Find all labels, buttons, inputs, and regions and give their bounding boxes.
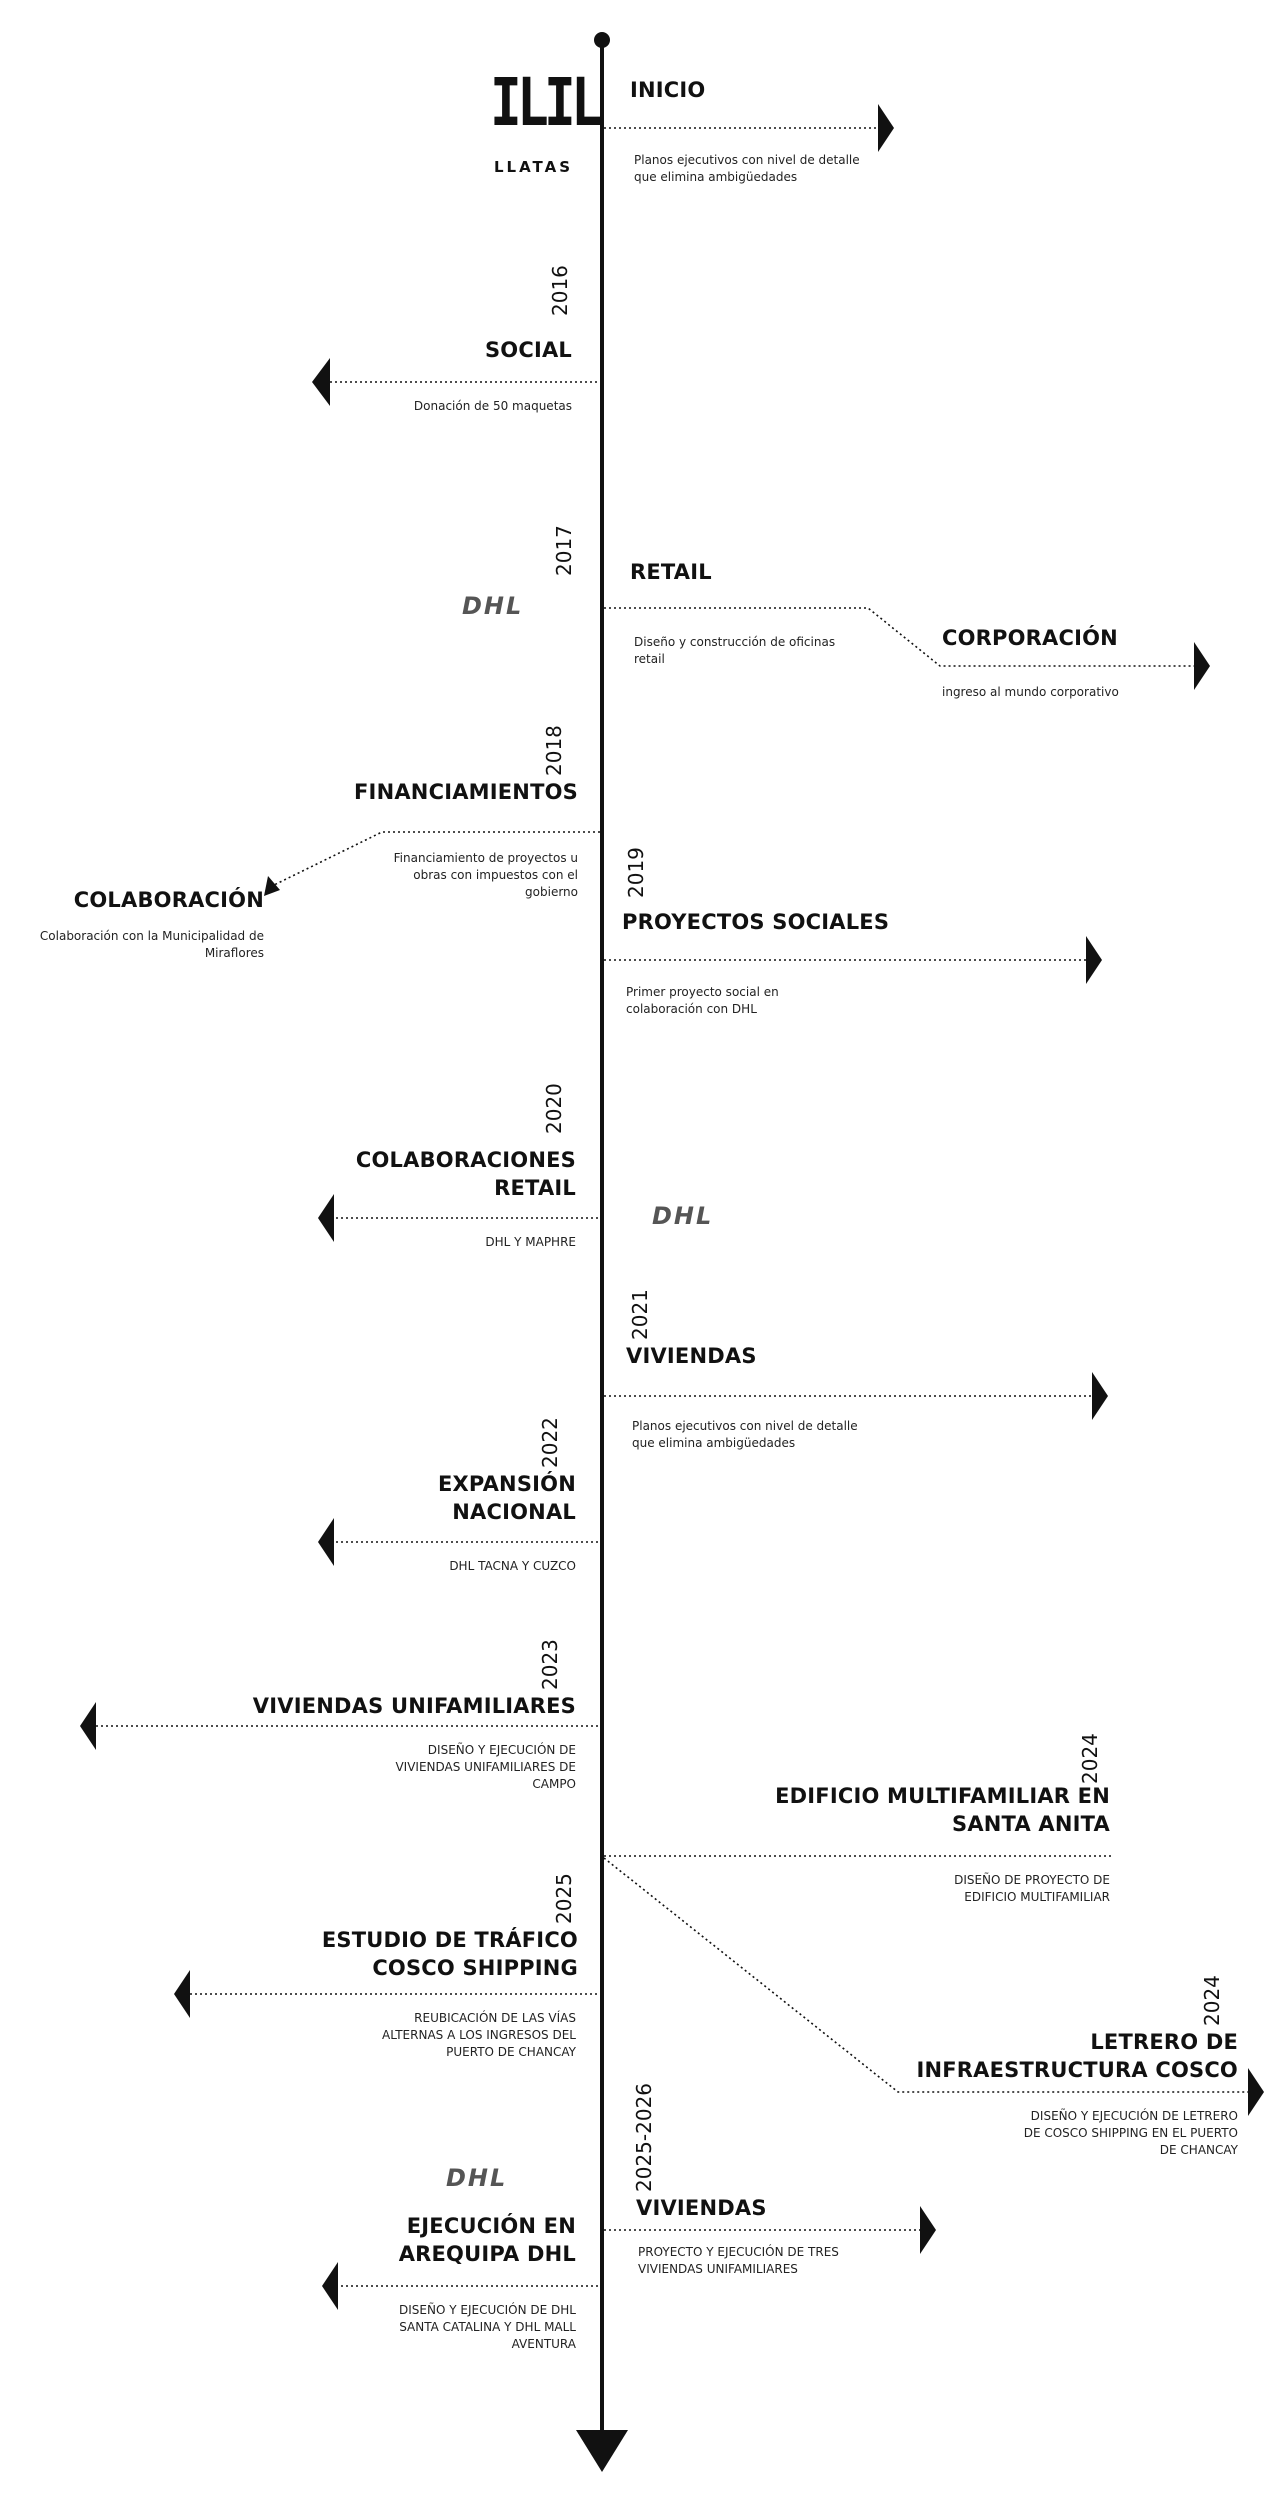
event-year-colaboraciones-retail: 2020 [542, 1083, 566, 1134]
event-title-colaboraciones-retail: COLABORACIONES RETAIL [355, 1148, 576, 1200]
event-title-cosco-trafico: ESTUDIO DE TRÁFICO COSCO SHIPPING [321, 1928, 578, 1980]
connector-retail [604, 607, 1194, 667]
event-title-retail: RETAIL [630, 560, 712, 584]
event-desc-unifamiliares: DISEÑO Y EJECUCIÓN DE VIVIENDAS UNIFAMIL… [395, 1743, 576, 1791]
event-desc-corporacion: ingreso al mundo corporativo [942, 685, 1119, 699]
arrow-inicio [878, 104, 894, 152]
event-title-expansion: EXPANSIÓN NACIONAL [438, 1472, 576, 1524]
event-year-social: 2016 [548, 265, 572, 316]
event-desc-colaboraciones-retail: DHL Y MAPHRE [485, 1235, 576, 1249]
event-desc-financiamientos: Financiamiento de proyectos u obras con … [393, 851, 578, 899]
arrow-social [312, 358, 330, 406]
dhl-logo-retail: DHL [462, 592, 524, 620]
event-title-social: SOCIAL [484, 338, 572, 362]
llatas-logo-word: LLATAS [494, 158, 574, 176]
event-desc-multifamiliar: DISEÑO DE PROYECTO DE EDIFICIO MULTIFAMI… [954, 1873, 1110, 1904]
event-year-viviendas-2025: 2025-2026 [632, 2082, 656, 2192]
arrow-corporacion [1194, 642, 1210, 690]
event-year-proyectos-sociales: 2019 [624, 847, 648, 898]
event-title-corporacion: CORPORACIÓN [942, 626, 1118, 650]
event-desc-arequipa: DISEÑO Y EJECUCIÓN DE DHL SANTA CATALINA… [399, 2303, 576, 2351]
arrow-colaboracion [264, 876, 280, 896]
event-desc-letrero: DISEÑO Y EJECUCIÓN DE LETRERO DE COSCO S… [1023, 2109, 1238, 2157]
event-title-financiamientos: FINANCIAMIENTOS [354, 780, 578, 804]
arrow-expansion [318, 1518, 334, 1566]
event-year-letrero: 2024 [1200, 1975, 1224, 2026]
event-desc-cosco-trafico: REUBICACIÓN DE LAS VÍAS ALTERNAS A LOS I… [381, 2011, 576, 2059]
event-title-letrero: LETRERO DE INFRAESTRUCTURA COSCO [916, 2030, 1238, 2082]
arrow-colaboraciones-retail [318, 1194, 334, 1242]
event-desc-expansion: DHL TACNA Y CUZCO [449, 1559, 576, 1573]
event-title-colaboracion: COLABORACIÓN [73, 888, 264, 912]
llatas-logo-mark: ILIL [490, 64, 603, 141]
dhl-logo-arequipa: DHL [446, 2164, 508, 2192]
event-desc-social: Donación de 50 maquetas [413, 399, 572, 413]
event-year-cosco-trafico: 2025 [552, 1873, 576, 1924]
event-year-expansion: 2022 [538, 1417, 562, 1468]
event-title-proyectos-sociales: PROYECTOS SOCIALES [622, 910, 890, 934]
event-year-unifamiliares: 2023 [538, 1639, 562, 1690]
event-desc-colaboracion: Colaboración con la Municipalidad de Mir… [39, 929, 264, 960]
event-title-viviendas-2021: VIVIENDAS [626, 1344, 757, 1368]
timeline-end-arrow [576, 2430, 628, 2472]
event-year-multifamiliar: 2024 [1078, 1733, 1102, 1784]
arrow-viviendas-2025 [920, 2206, 936, 2254]
event-year-viviendas-2021: 2021 [628, 1289, 652, 1340]
arrow-viviendas-2021 [1092, 1372, 1108, 1420]
event-title-inicio: INICIO [630, 78, 706, 102]
event-desc-viviendas-2021: Planos ejecutivos con nivel de detalle q… [632, 1419, 858, 1450]
event-title-unifamiliares: VIVIENDAS UNIFAMILIARES [252, 1694, 576, 1718]
dhl-logo-colaboraciones: DHL [652, 1202, 714, 1230]
arrow-unifamiliares [80, 1702, 96, 1750]
arrow-letrero [1248, 2068, 1264, 2116]
event-desc-inicio: Planos ejecutivos con nivel de detalle q… [634, 153, 860, 184]
event-title-multifamiliar: EDIFICIO MULTIFAMILIAR EN SANTA ANITA [775, 1784, 1110, 1836]
event-desc-proyectos-sociales: Primer proyecto social en colaboración c… [626, 985, 779, 1016]
event-desc-retail: Diseño y construcción de oficinas retail [634, 635, 836, 666]
event-year-retail: 2017 [552, 525, 576, 576]
arrow-cosco-trafico [174, 1970, 190, 2018]
event-desc-viviendas-2025: PROYECTO Y EJECUCIÓN DE TRES VIVIENDAS U… [638, 2245, 839, 2276]
arrow-arequipa [322, 2262, 338, 2310]
connector-letrero [603, 1857, 1248, 2093]
event-year-financiamientos: 2018 [542, 725, 566, 776]
event-title-viviendas-2025: VIVIENDAS [636, 2196, 767, 2220]
arrow-proyectos-sociales [1086, 936, 1102, 984]
event-title-arequipa: EJECUCIÓN EN AREQUIPA DHL [398, 2214, 576, 2266]
